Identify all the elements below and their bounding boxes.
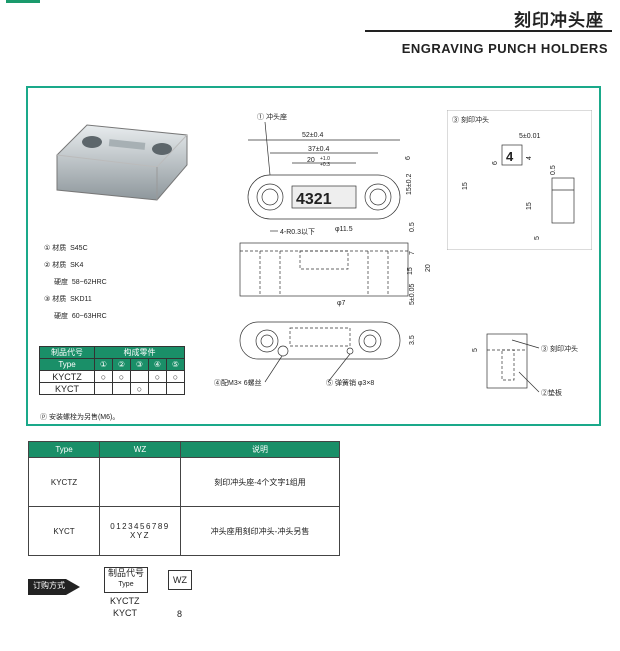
order-example-wz: 8 xyxy=(177,609,183,619)
callout-m3-screw: ④配M3× 6螺丝 xyxy=(214,378,262,387)
table-row: KYCTZ 刻印冲头座-4个文字1组用 xyxy=(28,457,340,507)
dim-05: 0.5 xyxy=(409,222,416,232)
order-type-box: 制品代号 Type xyxy=(104,567,148,593)
mat-value: SK4 xyxy=(70,262,84,269)
product-panel xyxy=(26,86,601,426)
callout-spring-pin: ⑤ 弹簧销 φ3×8 xyxy=(326,378,374,387)
holder-drawing: ① 冲头座 4321 52±0.4 37±0.4 20 +1.0 +0.3 6 … xyxy=(214,112,432,387)
dim-20-tol2: +0.3 xyxy=(320,162,330,168)
mat-value: SKD11 xyxy=(70,296,92,303)
dim-35: 3.5 xyxy=(409,335,416,345)
dim-20: 20 xyxy=(307,157,315,164)
mat-value: 58~62HRC xyxy=(71,279,107,286)
part-num: ① xyxy=(94,358,113,371)
bolt-note: ⓟ 安装螺栓为另售(M6)。 xyxy=(40,414,120,421)
order-type-label: 制品代号 xyxy=(107,568,144,578)
materials-list: ① 材质 S45C ② 材质 SK4 硬度 58~62HRC ③ 材质 SKD1… xyxy=(44,240,164,325)
spec-header-type: Type xyxy=(28,441,100,458)
parts-table: 制品代号 构成零件 Type ① ② ③ ④ ⑤ KYCTZ ○ ○ ○ ○ K… xyxy=(39,346,185,395)
mat-value: 60~63HRC xyxy=(71,313,107,320)
row-mark xyxy=(148,382,167,395)
dim-5: 5±0.05 xyxy=(409,284,416,305)
callout-punch: ③ 刻印冲头 xyxy=(452,115,489,124)
spec-wz xyxy=(99,457,181,507)
mat-label: 硬度 xyxy=(54,279,68,286)
dim-15d: 15 xyxy=(526,202,533,210)
dim-05b: 0.5 xyxy=(550,165,557,175)
row-type: KYCTZ xyxy=(39,370,95,383)
dim-4: 4 xyxy=(526,156,533,160)
dim-r03: 4-R0.3以下 xyxy=(280,228,315,236)
callout-holder: ① 冲头座 xyxy=(257,112,287,121)
stamp-text: 4321 xyxy=(296,191,332,208)
dim-phi115: φ11.5 xyxy=(335,226,353,233)
dim-37: 37±0.4 xyxy=(308,146,329,153)
punch-character: 4 xyxy=(506,149,514,164)
spec-type: KYCT xyxy=(28,506,100,556)
dim-5c: 5 xyxy=(534,236,541,240)
spec-type: KYCTZ xyxy=(28,457,100,507)
order-example-1: KYCTZ xyxy=(110,596,140,606)
punch-detail-drawing: ③ 刻印冲头 4 5±0.01 6 4 0.5 15 15 5 xyxy=(447,110,592,250)
dim-20-tol: +1.0 xyxy=(320,156,330,162)
part-num: ⑤ xyxy=(166,358,185,371)
callout-pad: ②垫板 xyxy=(541,388,562,397)
row-mark xyxy=(112,382,131,395)
dim-6: 6 xyxy=(405,156,412,160)
spec-table: Type WZ 说明 KYCTZ 刻印冲头座-4个文字1组用 KYCT 0123… xyxy=(28,441,340,556)
dim-6b: 6 xyxy=(492,161,499,165)
part-num: ④ xyxy=(148,358,167,371)
part-num: ③ xyxy=(130,358,149,371)
order-type-sub: Type xyxy=(118,581,134,588)
row-mark: ○ xyxy=(166,370,185,383)
row-mark: ○ xyxy=(94,370,113,383)
page-title: 刻印冲头座 xyxy=(514,11,604,30)
spec-wz: 0123456789 XYZ xyxy=(99,506,181,556)
row-mark: ○ xyxy=(112,370,131,383)
dim-20v: 20 xyxy=(425,264,432,272)
spec-desc: 刻印冲头座-4个文字1组用 xyxy=(180,457,340,507)
mat-label: ② 材质 xyxy=(44,262,67,269)
corner-accent xyxy=(6,0,40,3)
table-row: KYCTZ ○ ○ ○ ○ xyxy=(39,370,185,383)
dim-phi7: φ7 xyxy=(337,300,346,307)
row-mark: ○ xyxy=(148,370,167,383)
row-mark: ○ xyxy=(130,382,149,395)
table-row: KYCT 0123456789 XYZ 冲头座用刻印冲头-冲头另售 xyxy=(28,506,340,556)
spec-header-wz: WZ xyxy=(99,441,181,458)
dim-15: 15±0.2 xyxy=(406,174,413,195)
spec-header-desc: 说明 xyxy=(180,441,340,458)
order-wz-box: WZ xyxy=(168,570,192,590)
title-rule xyxy=(365,30,612,32)
assembly-detail-drawing: 5 ③ 刻印冲头 ②垫板 xyxy=(472,333,578,397)
callout-punch-assembly: ③ 刻印冲头 xyxy=(541,344,578,353)
row-mark xyxy=(130,370,149,383)
row-mark xyxy=(166,382,185,395)
spec-desc: 冲头座用刻印冲头-冲头另售 xyxy=(180,506,340,556)
dim-5b: 5±0.01 xyxy=(519,133,540,140)
dim-52: 52±0.4 xyxy=(302,132,323,139)
order-example-2: KYCT xyxy=(113,608,138,618)
row-type: KYCT xyxy=(39,382,95,395)
table-row: KYCT ○ xyxy=(39,382,185,395)
dim-15c: 15 xyxy=(462,182,469,190)
product-photo xyxy=(56,124,188,201)
order-label: 订购方式 xyxy=(29,579,69,593)
mat-value: S45C xyxy=(70,245,88,252)
mat-label: ③ 材质 xyxy=(44,296,67,303)
row-mark xyxy=(94,382,113,395)
parts-type-sub: Type xyxy=(39,358,95,371)
mat-label: 硬度 xyxy=(54,313,68,320)
dim-7: 7 xyxy=(409,251,416,255)
dim-5d: 5 xyxy=(472,348,479,352)
mat-label: ① 材质 xyxy=(44,245,67,252)
page-subtitle: ENGRAVING PUNCH HOLDERS xyxy=(401,41,608,56)
parts-type-header: 制品代号 xyxy=(39,346,95,359)
dim-15b: 15 xyxy=(407,267,414,275)
parts-components-header: 构成零件 xyxy=(94,346,185,359)
part-num: ② xyxy=(112,358,131,371)
